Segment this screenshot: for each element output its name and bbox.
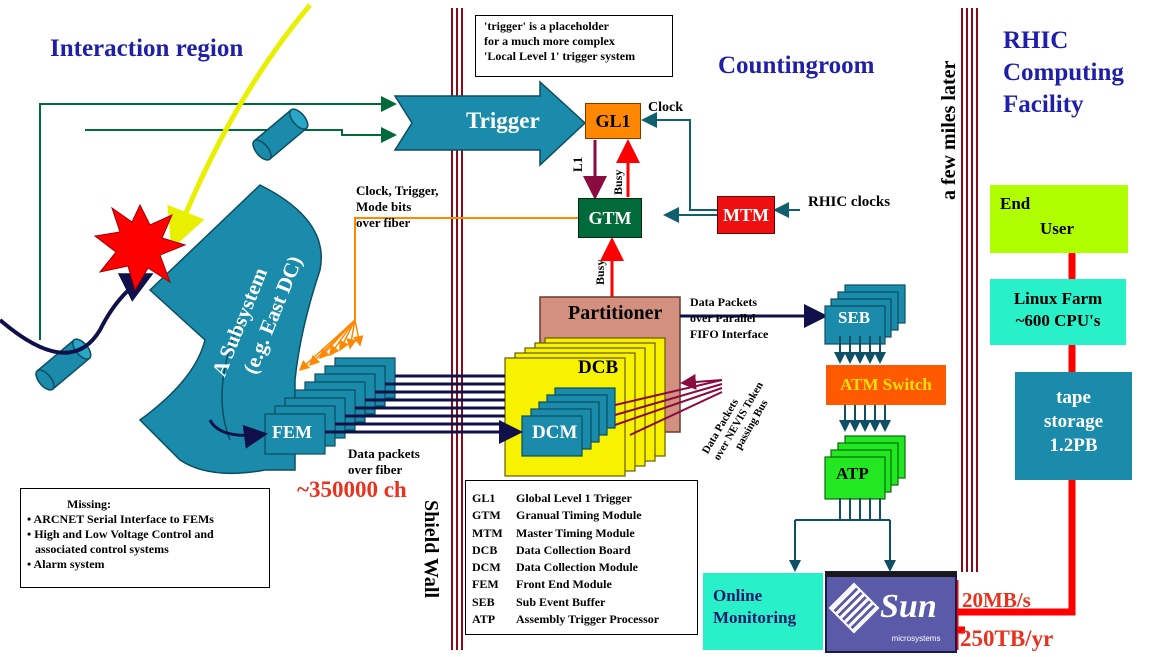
busy-label-gl1: Busy — [611, 169, 625, 195]
rhic-clocks-label: RHIC clocks — [808, 194, 891, 210]
seb-atm-links — [834, 336, 886, 364]
clock-trigger-label: Clock, Trigger, Mode bits over fiber — [356, 183, 439, 230]
gtm-box: GTM — [578, 198, 642, 238]
legend-desc: Assembly Trigger Processor — [516, 612, 660, 627]
legend-row: DCB Data Collection Board — [472, 542, 691, 559]
atp-output-links — [789, 498, 896, 572]
data-packets-parallel-label: Data Packets over Parallel FIFO Interfac… — [690, 295, 769, 341]
channel-count: ~350000 ch — [297, 477, 407, 502]
legend-row: FEM Front End Module — [472, 576, 691, 593]
beam-line — [167, 3, 312, 250]
fem-label: FEM — [272, 422, 312, 442]
legend-desc: Data Collection Module — [516, 560, 638, 575]
countingroom-title: Countingroom — [718, 52, 875, 79]
sun-subtext: microsystems — [891, 634, 941, 643]
atp-label: ATP — [836, 464, 869, 483]
clock-trigger-fiber — [354, 217, 578, 320]
busy-label-partitioner: Busy — [593, 259, 607, 285]
trigger-label: Trigger — [466, 108, 540, 133]
interaction-region-title: Interaction region — [50, 35, 244, 62]
sun-logo: Sun — [880, 588, 937, 625]
legend-abbr: FEM — [472, 577, 499, 592]
trigger-note: 'trigger' is a placeholder for a much mo… — [475, 15, 673, 77]
atp-stack — [824, 435, 906, 500]
zdc-north-cylinder — [252, 108, 309, 161]
collision-star — [93, 203, 187, 292]
legend-desc: Granual Timing Module — [516, 508, 642, 523]
few-miles-label: a few miles later — [938, 60, 960, 200]
legend-abbr: DCM — [472, 560, 501, 575]
partitioner-label: Partitioner — [568, 302, 663, 324]
end-user-box: End User — [990, 185, 1128, 253]
rate-mb-label: 20MB/s — [962, 588, 1031, 612]
legend-row: DCM Data Collection Module — [472, 559, 691, 576]
fiber-fanout — [298, 319, 364, 372]
legend-abbr: GTM — [472, 508, 501, 523]
rhic-title: RHIC Computing Facility — [1003, 27, 1124, 118]
legend-row: GL1 Global Level 1 Trigger — [472, 490, 691, 507]
legend-desc: Data Collection Board — [516, 542, 631, 557]
dcm-label: DCM — [532, 422, 578, 443]
data-packets-fiber-label: Data packets over fiber — [348, 446, 420, 477]
legend-desc: Master Timing Module — [516, 525, 635, 540]
legend-row: SEB Sub Event Buffer — [472, 594, 691, 611]
fem-dcb-links — [325, 374, 523, 444]
nevis-bus — [614, 373, 723, 436]
legend-desc: Global Level 1 Trigger — [516, 491, 632, 505]
trigger-arrow — [393, 80, 587, 167]
legend-abbr: SEB — [472, 594, 495, 609]
mtm-box: MTM — [717, 196, 775, 234]
legend-abbr: DCB — [472, 542, 498, 557]
clock-lines — [641, 112, 800, 223]
distance-lines — [961, 8, 978, 572]
legend-desc: Front End Module — [516, 577, 612, 592]
legend-row: GTM Granual Timing Module — [472, 507, 691, 524]
rate-tb-label: 250TB/yr — [960, 626, 1054, 651]
shield-wall-label: Shield Wall — [420, 500, 442, 599]
tape-storage-box: tape storage 1.2PB — [1015, 372, 1132, 480]
subsystem-detector — [138, 184, 322, 475]
legend-desc: Sub Event Buffer — [516, 594, 606, 609]
l1-label: L1 — [570, 156, 585, 172]
seb-label: SEB — [838, 308, 871, 327]
gl1-box: GL1 — [585, 103, 641, 139]
subsystem-fem-link — [208, 419, 268, 449]
online-monitoring-box: Online Monitoring — [703, 573, 823, 650]
legend-row: MTM Master Timing Module — [472, 525, 691, 542]
legend-abbr: ATP — [472, 612, 496, 627]
dcb-label: DCB — [578, 357, 619, 378]
atm-atp-links — [839, 405, 891, 432]
legend-abbr: GL1 — [472, 491, 496, 505]
clock-label: Clock — [648, 100, 683, 115]
legend-row: ATP Assembly Trigger Processor — [472, 611, 691, 628]
missing-box: Missing: • ARCNET Serial Interface to FE… — [20, 488, 270, 588]
atm-switch-box: ATM Switch — [826, 365, 946, 405]
subsystem-beam-curve — [0, 273, 154, 355]
linux-farm-box: Linux Farm ~600 CPU's — [990, 279, 1126, 345]
seb-stack — [824, 284, 906, 345]
legend-abbr: MTM — [472, 525, 503, 540]
